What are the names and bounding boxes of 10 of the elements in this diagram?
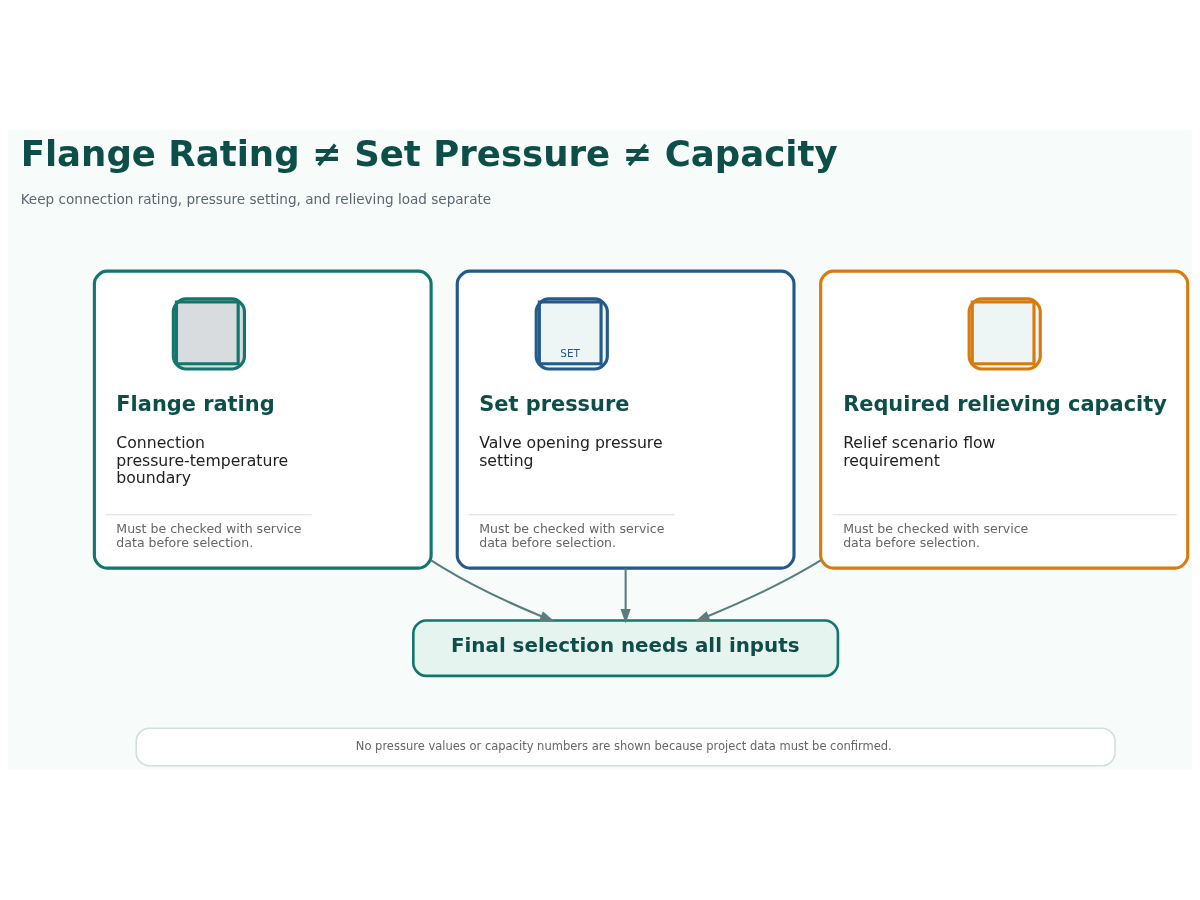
node-box: No pressure values or capacity numbers are shown because project data must be confirmed. <box>135 727 1116 767</box>
node-box: Flange rating Connection pressure-temperature boundary Must be checked with service data before selection. <box>92 269 433 570</box>
label: Keep connection rating, pressure setting, and relieving load separate <box>20 190 492 207</box>
arrow <box>620 568 631 624</box>
arrow <box>695 559 822 622</box>
diagram-title: Flange Rating ≠ Set Pressure ≠ Capacity <box>20 132 838 174</box>
node-box: Required relieving capacity Relief scenario flow requirement Must be checked with service data before selection. <box>819 269 1190 570</box>
node-box: Final selection needs all inputs <box>412 619 840 678</box>
arrow <box>430 559 555 622</box>
node-box: SET Set pressure Valve opening pressure setting Must be checked with service data before selection. <box>455 269 796 570</box>
